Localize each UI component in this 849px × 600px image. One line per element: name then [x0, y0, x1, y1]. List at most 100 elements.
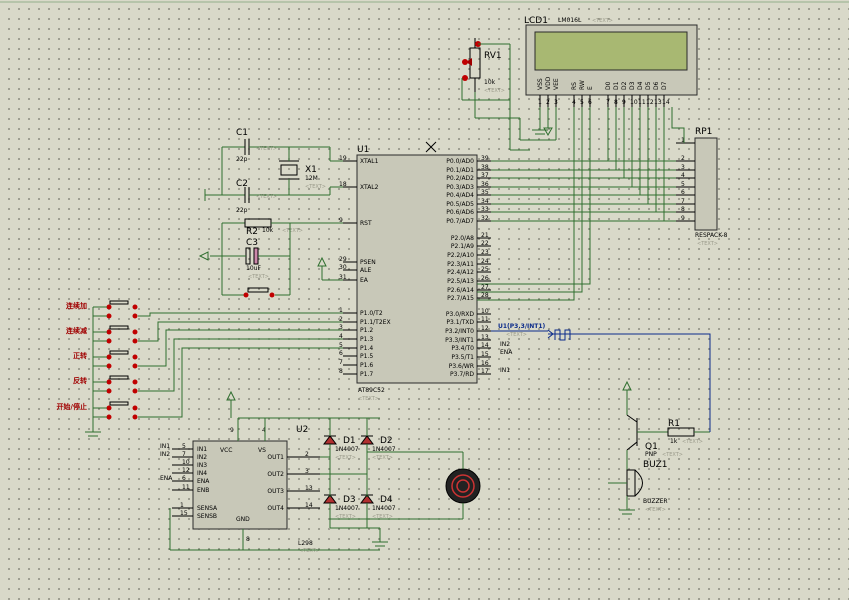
reset-circuit[interactable]: R2 10k <TEXT> C3 10uF <TEXT>: [198, 218, 343, 298]
mcu-pin-name: P2.2/A10: [447, 252, 474, 259]
lcd-pin-number: 10: [630, 99, 638, 106]
mcu-pin-number: 25: [481, 266, 489, 273]
mcu-pin-number: 24: [481, 258, 489, 265]
mcu-pin-number: 13: [481, 334, 489, 341]
diode-text: <TEXT>: [372, 455, 393, 461]
c2-text: <TEXT>: [256, 194, 277, 200]
rp1-ref: RP1: [695, 127, 712, 137]
oscillator-circuit[interactable]: C1 22p <TEXT> C2 22p <TEXT> X1 12M <TEXT…: [204, 128, 343, 214]
ea-vcc: [317, 256, 343, 281]
l298-pin-number: 12: [182, 467, 190, 474]
l298-pin-number: 1: [180, 502, 184, 509]
lcd-pin-name: VDD: [545, 76, 552, 90]
lcd-pin-name: D5: [645, 81, 652, 90]
l298-pin-name: ENA: [197, 478, 210, 485]
mcu-pin-name: P2.6/A14: [447, 287, 474, 294]
lcd-pin-number: 1: [538, 99, 542, 106]
c1-value: 22p: [236, 156, 248, 163]
probe-int1[interactable]: U1(P3.3/INT1) <TEXT>: [498, 323, 571, 341]
l298-net-label: IN2: [160, 451, 170, 458]
button-cap[interactable]: [109, 350, 129, 355]
mcu-pin-name: P1.1/T2EX: [360, 319, 391, 326]
mcu-pin-number: 23: [481, 249, 489, 256]
rp1-pin-number: 6: [681, 189, 685, 196]
mcu-pin-name: P1.0/T2: [360, 310, 383, 317]
mcu-pin-name: P1.7: [360, 371, 373, 378]
pushbutton-3[interactable]: 正转: [73, 329, 343, 369]
l298-pin-name: OUT3: [267, 488, 284, 495]
rp1-text: <TEXT>: [697, 241, 718, 247]
l298-vs: VS: [258, 447, 266, 454]
mcu-pin-number: 11: [481, 316, 489, 323]
l298-pin-name: IN3: [197, 462, 207, 469]
mcu-pin-number: 9: [339, 217, 343, 224]
l298-pin-number: 10: [182, 459, 190, 466]
motor[interactable]: [414, 451, 481, 520]
button-label: 开始/停止: [56, 402, 87, 411]
pushbutton-1[interactable]: 连续加: [66, 300, 343, 319]
l298-model: L298: [298, 540, 313, 547]
l298-pin-number: 15: [180, 510, 188, 517]
mcu-pin-number: 18: [339, 181, 347, 188]
button-terminal: [132, 414, 138, 420]
mcu-pin-number: 6: [339, 350, 343, 357]
mcu-pin-number: 2: [339, 316, 343, 323]
mcu-pin-number: 8: [339, 368, 343, 375]
lcd-pin-number: 8: [614, 99, 618, 106]
mcu-pin-number: 38: [481, 164, 489, 171]
mcu-pin-number: 37: [481, 172, 489, 179]
mcu-pin-number: 33: [481, 206, 489, 213]
button-label: 正转: [73, 351, 87, 360]
l298-pin-name: SENSA: [197, 505, 218, 512]
pushbutton-4[interactable]: 反转: [73, 338, 343, 394]
mcu-pin-number: 31: [339, 274, 347, 281]
c2-ref: C2: [236, 179, 248, 189]
button-terminal: [132, 338, 138, 344]
buzzer-ref: BUZ1: [643, 460, 668, 470]
buzzer-circuit[interactable]: Q1 PNP <TEXT> R1 1k <TEXT> BUZ1 BUZZER <…: [548, 333, 711, 515]
pushbutton-2[interactable]: 连续减: [66, 321, 343, 344]
x1-value: 12M: [305, 175, 318, 182]
mcu-pin-name: P0.2/AD2: [446, 175, 474, 182]
rp1-pin-number: 1: [681, 137, 685, 144]
button-cap[interactable]: [109, 300, 129, 305]
mcu-pin-name: P0.6/AD6: [446, 209, 474, 216]
button-terminal: [132, 313, 138, 319]
mcu-pin-name: PSEN: [360, 259, 376, 266]
button-terminal: [106, 414, 112, 420]
pushbutton-5[interactable]: 开始/停止: [56, 347, 343, 420]
diode-bridge[interactable]: D11N4007<TEXT>D21N4007<TEXT>D31N4007<TEX…: [320, 418, 414, 529]
mcu-pin-number: 4: [339, 333, 343, 340]
lcd-pin-number: 14: [662, 99, 670, 106]
button-cap[interactable]: [109, 375, 129, 380]
lcd-module[interactable]: LCD1 LM016L <TEXT> VSS1VDD2VEE3RS4RW5E6D…: [524, 16, 698, 107]
lcd-model: LM016L: [558, 17, 582, 24]
button-label: 连续减: [66, 326, 87, 335]
lcd-pin-number: 12: [646, 99, 654, 106]
l298-pin-number: 2: [305, 451, 309, 458]
button-to-mcu-wire: [138, 347, 343, 418]
rv1-ref: RV1: [484, 51, 502, 61]
rp1-pin-number: 4: [681, 172, 685, 179]
button-terminal: [132, 354, 138, 360]
c3-ref: C3: [246, 238, 258, 248]
mcu-pin-number: 7: [339, 359, 343, 366]
button-cap[interactable]: [109, 325, 129, 330]
lcd-pin-name: E: [587, 86, 594, 90]
mcu-pin-name: P1.3: [360, 336, 373, 343]
l298-pin-number: 11: [182, 484, 190, 491]
mcu-pin-name: P1.4: [360, 345, 373, 352]
lcd-pin-name: RW: [579, 80, 586, 90]
potentiometer-rv1[interactable]: RV1 10k <TEXT>: [462, 38, 505, 94]
button-cap[interactable]: [109, 401, 129, 406]
mcu-pin-name: P1.5: [360, 353, 373, 360]
